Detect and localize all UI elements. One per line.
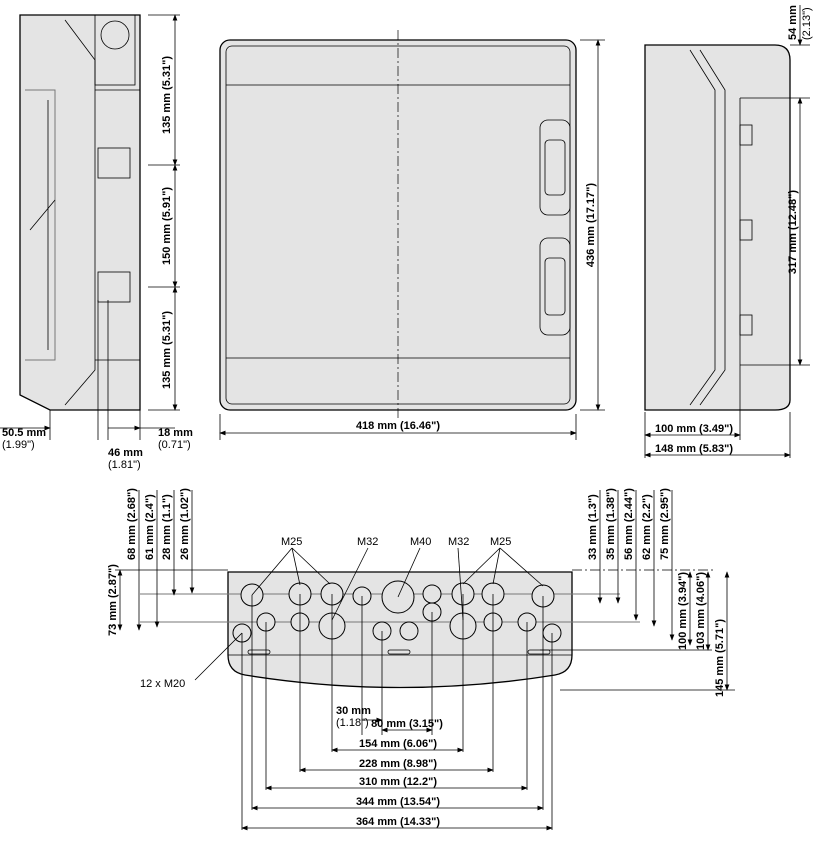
dim-label: 103 mm (4.06")	[695, 572, 707, 650]
dim-label: (1.99")	[2, 439, 35, 451]
dim-label: 80 mm (3.15")	[371, 718, 443, 730]
dim-label: 18 mm	[158, 427, 193, 439]
right-depth-dims: 33 mm (1.3") 35 mm (1.38") 56 mm (2.44")…	[540, 488, 735, 697]
bottom-width-dims: 30 mm (1.18") 80 mm (3.15") 154 mm (6.06…	[241, 594, 553, 831]
dim-label: 317 mm (12.48")	[787, 190, 799, 274]
label-m25-right: M25	[490, 536, 511, 548]
dim-label: 364 mm (14.33")	[356, 816, 440, 828]
dim-label: 28 mm (1.1")	[161, 494, 173, 560]
dim-label: 100 mm (3.49")	[655, 423, 733, 435]
dim-label: 145 mm (5.71")	[714, 619, 726, 697]
dim-label: 50.5 mm	[2, 427, 46, 439]
dim-label: (1.18")	[336, 717, 369, 729]
dim-label: 150 mm (5.91")	[161, 187, 173, 265]
dim-label: 73 mm (2.87")	[107, 564, 119, 636]
dim-label: 62 mm (2.2")	[641, 494, 653, 560]
label-m32-left: M32	[357, 536, 378, 548]
dim-label: 61 mm (2.4")	[144, 494, 156, 560]
dim-label: 30 mm	[336, 705, 371, 717]
left-depth-dims: 68 mm (2.68") 61 mm (2.4") 28 mm (1.1") …	[107, 488, 195, 636]
cable-entry-holes	[232, 580, 562, 643]
dim-label: (1.81")	[108, 459, 141, 471]
dim-label: 46 mm	[108, 447, 143, 459]
label-m40: M40	[410, 536, 431, 548]
dim-label: 344 mm (13.54")	[356, 796, 440, 808]
dim-label: 68 mm (2.68")	[126, 488, 138, 560]
dim-label: 75 mm (2.95")	[659, 488, 671, 560]
front-view: 436 mm (17.17") 418 mm (16.46")	[219, 30, 605, 440]
left-side-view: 135 mm (5.31") 150 mm (5.91") 135 mm (5.…	[0, 14, 193, 471]
label-m32-right: M32	[448, 536, 469, 548]
dim-label: 418 mm (16.46")	[356, 420, 440, 432]
dim-label: 436 mm (17.17")	[585, 183, 597, 267]
dim-label: 26 mm (1.02")	[179, 488, 191, 560]
label-12xm20: 12 x M20	[140, 678, 185, 690]
dim-label: (2.13")	[801, 7, 813, 40]
dim-label: (0.71")	[158, 439, 191, 451]
dim-label: 35 mm (1.38")	[605, 488, 617, 560]
right-side-view: 54 mm (2.13") 317 mm (12.48") 100 mm (3.…	[644, 5, 813, 458]
dim-label: 33 mm (1.3")	[587, 494, 599, 560]
label-m25-left: M25	[281, 536, 302, 548]
dim-label: 100 mm (3.94")	[677, 572, 689, 650]
dim-label: 228 mm (8.98")	[359, 758, 437, 770]
dim-label: 148 mm (5.83")	[655, 443, 733, 455]
dim-label: 56 mm (2.44")	[623, 488, 635, 560]
dim-label: 154 mm (6.06")	[359, 738, 437, 750]
dim-label: 135 mm (5.31")	[161, 56, 173, 134]
dim-label: 135 mm (5.31")	[161, 311, 173, 389]
dim-label: 54 mm	[787, 5, 799, 40]
bottom-view: M25 M32 M40 M32 M25 12 x M20 68 mm (2.68…	[107, 488, 735, 831]
dim-label: 310 mm (12.2")	[359, 776, 437, 788]
